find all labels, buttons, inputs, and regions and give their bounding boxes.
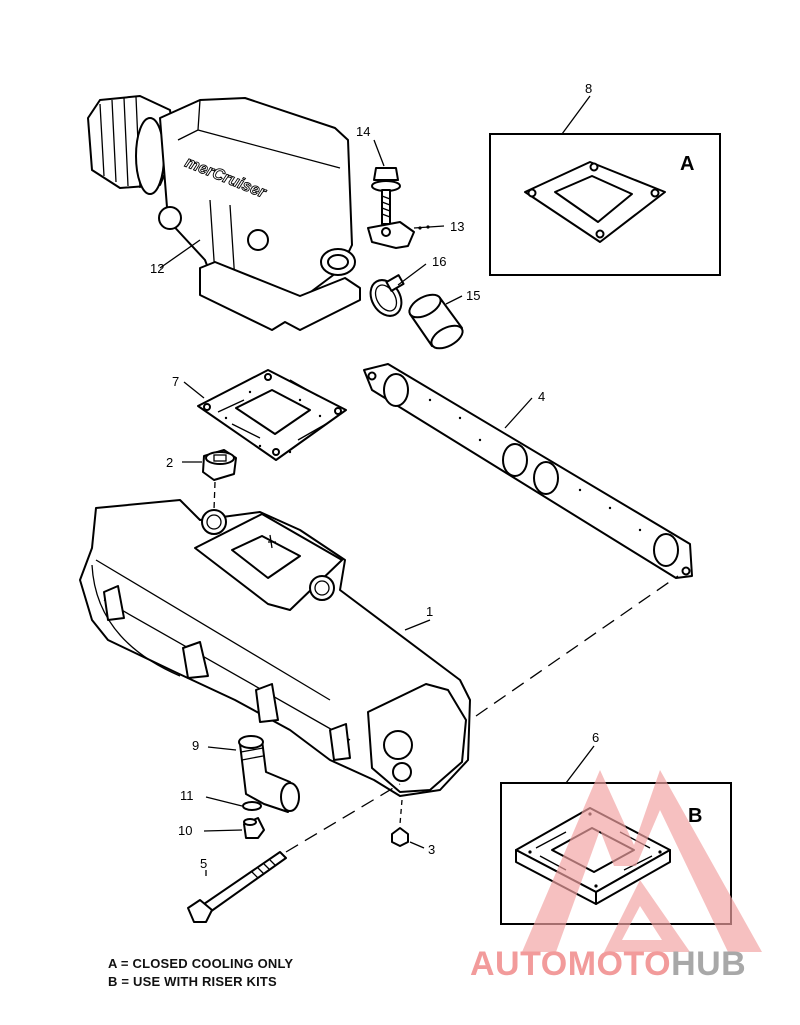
automotohub-watermark: AUTOMOTOHUB [470,770,762,983]
callout-5: 5 [200,856,207,871]
legend-closed-cooling: A = CLOSED COOLING ONLY [108,956,294,971]
part-16-hose-clamp [369,263,427,317]
part-8-gasket [524,161,666,243]
callout-1: 1 [426,604,433,619]
part-4-manifold-gasket [363,363,693,579]
callout-13: 13 [450,219,464,234]
part-7-gasket [183,369,347,461]
callout-4: 4 [538,389,545,404]
part-9-elbow-fitting [207,735,300,813]
legend-riser-kits: B = USE WITH RISER KITS [108,974,277,989]
alignment-line-bolt [285,783,401,853]
part-13-clamp [367,221,445,249]
callout-12: 12 [150,261,164,276]
inset-b-label: B [688,805,702,827]
part-12-exhaust-elbow: merCruiser [87,95,361,331]
part-10-fitting [203,817,265,839]
part-15-hose [408,293,464,350]
part-2-plug [182,449,237,511]
callout-8: 8 [585,81,592,96]
callout-7: 7 [172,374,179,389]
callout-15: 15 [466,288,480,303]
alignment-line-nut [399,799,403,825]
callout-10: 10 [178,823,192,838]
watermark-text-hub: HUB [671,945,746,983]
callout-3: 3 [428,842,435,857]
watermark-text: AUTOMOTOHUB [470,945,746,983]
inset-a-label: A [680,153,694,175]
callout-14: 14 [356,124,370,139]
watermark-logo-mark [522,770,762,952]
part-3-nut [391,827,425,849]
callout-6: 6 [592,730,599,745]
callout-2: 2 [166,455,173,470]
part-11-o-ring [205,796,262,811]
part-5-stud-bolt [187,851,287,923]
part-14-bolt [371,139,401,225]
callout-16: 16 [432,254,446,269]
callout-9: 9 [192,738,199,753]
inset-a-box [489,95,721,276]
part-1-exhaust-manifold [79,499,471,797]
callout-11: 11 [180,788,194,803]
watermark-text-automoto: AUTOMOTO [470,945,671,983]
alignment-line-gasket [475,575,679,717]
